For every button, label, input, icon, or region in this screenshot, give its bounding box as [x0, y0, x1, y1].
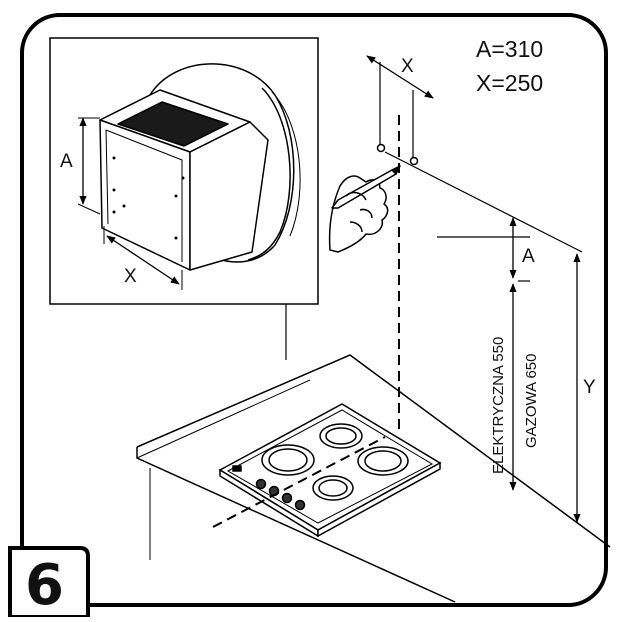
inset-x-label: X [124, 266, 137, 287]
wall-x-arrow [366, 55, 434, 99]
cooktop [218, 403, 442, 538]
step-number: 6 [25, 553, 64, 617]
countertop [136, 354, 611, 603]
screw-marks [376, 143, 419, 166]
burner-front [312, 475, 354, 501]
gas-height-text: GAZOWA 650 [523, 354, 540, 448]
electric-height-text: ELEKTRYCZNA 550 [490, 337, 507, 474]
wall-x-label: X [401, 56, 414, 77]
spec-x: X=250 [476, 70, 543, 96]
spec-a: A=310 [476, 36, 543, 62]
wall-a-label: A [522, 246, 535, 267]
step-badge [8, 546, 90, 619]
inset-a-label: A [60, 151, 73, 172]
y-label: Y [583, 377, 596, 398]
hand-pencil-icon [328, 165, 401, 253]
inset-x-arrow [106, 235, 180, 285]
control-knobs [232, 465, 306, 511]
hood-drawing [99, 63, 301, 271]
hob-centerline [212, 436, 386, 528]
burner-left [261, 444, 315, 476]
burner-back [319, 423, 363, 449]
burner-right [357, 446, 409, 476]
